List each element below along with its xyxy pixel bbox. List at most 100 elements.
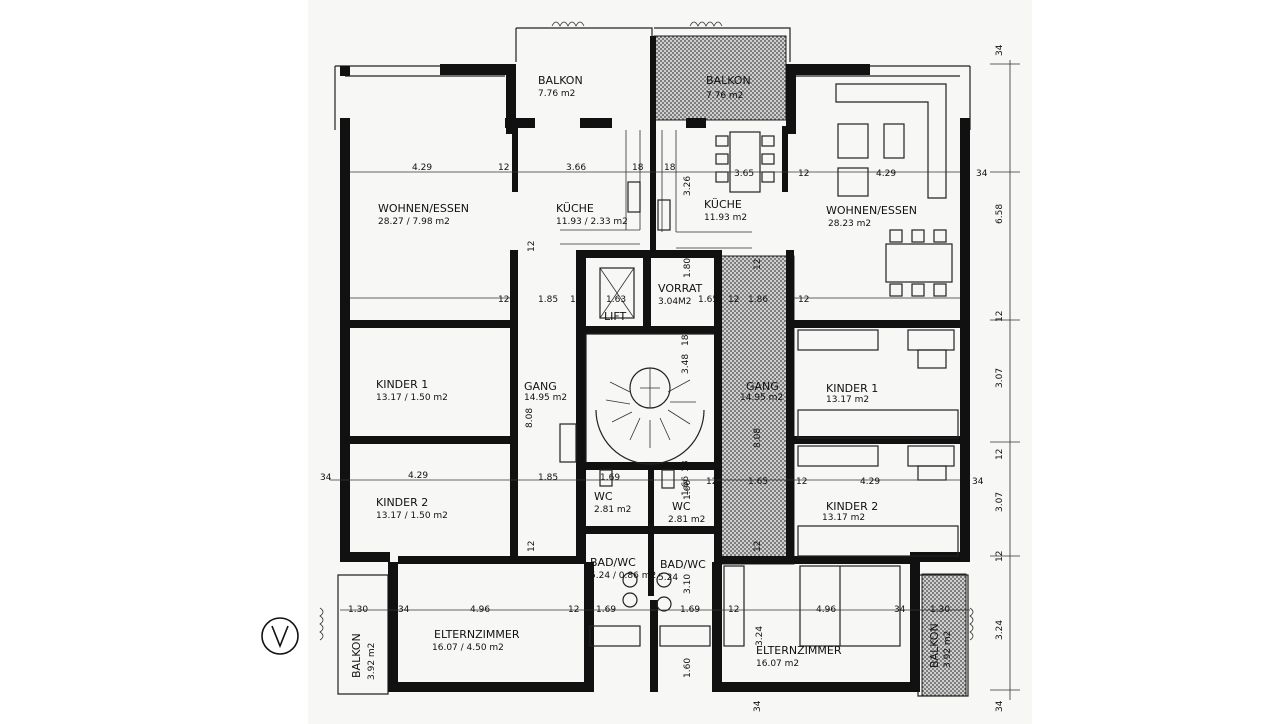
kinder1-left-area: 13.17 / 1.50 m2 [376,393,448,403]
wohnen-left-area: 28.27 / 7.98 m2 [378,217,450,227]
dim-mid-2: 18 [570,295,582,305]
kitchen-fittings [560,130,752,249]
eltern-right-name: ELTERNZIMMER [756,644,842,657]
vorrat-area: 3.04M2 [658,297,692,307]
dimension-texts: 4.29 12 3.66 18 18 3.26 3.65 12 4.29 34 … [320,44,1005,712]
dim-bottom-1: 34 [398,605,410,615]
dim-top-3: 18 [632,163,644,173]
dim-vi-14: 18 [681,460,691,472]
dim-bottom-3: 12 [568,605,579,615]
bathroom-fixtures [589,469,711,647]
dim-lower-3: 1.69 [600,473,620,483]
kinder2-right-area: 13.17 m2 [822,513,865,523]
staircase [559,333,714,465]
shaded-balkon-top-right [653,35,787,121]
dim-lower-6: 1.65 [748,477,768,487]
eltern-left-name: ELTERNZIMMER [434,628,520,641]
balkon-top-left-area: 7.76 m2 [538,89,575,99]
dim-top-0: 4.29 [412,163,432,173]
dim-bottom-6: 12 [728,605,739,615]
dim-vi-11: 12 [753,259,763,270]
bad-left-name: BAD/WC [590,556,636,569]
dim-vi-6: 1.60 [683,658,693,678]
dim-top-1: 12 [498,163,509,173]
dim-lower-2: 1.85 [538,473,558,483]
eltern-left-area: 16.07 / 4.50 m2 [432,643,504,653]
wohnen-right-name: WOHNEN/ESSEN [826,204,917,217]
dim-lower-5: 12 [706,477,717,487]
balkon-bottom-right-area: 3.92 m2 [943,631,953,668]
dim-vi-8: 34 [753,700,763,712]
dim-top-8: 4.29 [876,169,896,179]
dim-bottom-8: 34 [894,605,906,615]
dim-bottom-9: 1.30 [930,605,950,615]
north-arrow-icon [261,617,299,655]
dim-mid-1: 1.85 [538,295,558,305]
lift-name: LIFT [604,310,627,323]
kueche-right-area: 11.93 m2 [704,213,747,223]
dim-top-2: 3.66 [566,163,586,173]
plant-decoration [319,21,974,641]
dim-mid-6: 1.86 [748,295,768,305]
dim-mid-3: 1.63 [606,295,626,305]
balkon-bottom-left-area: 3.92 m2 [367,643,377,680]
dim-bottom-2: 4.96 [470,605,490,615]
dim-vi-1: 8.08 [753,428,763,448]
walls [340,36,970,692]
dim-vr-6: 12 [995,551,1005,562]
kueche-left-area: 11.93 / 2.33 m2 [556,217,628,227]
balkon-top-left-name: BALKON [538,74,583,87]
bad-right-area: 5.24 [658,573,678,583]
balkon-top-right-name: BALKON [706,74,751,87]
dim-vr-4: 12 [995,449,1005,460]
dim-vr-7: 3.24 [995,620,1005,640]
dimension-lines [330,60,1020,700]
dim-bottom-5: 1.69 [680,605,700,615]
balkon-top-right-area: 7.76 m2 [706,91,743,101]
wc-left-area: 2.81 m2 [594,505,631,515]
bad-right-name: BAD/WC [660,558,706,571]
bedroom-furniture-right [723,329,959,647]
shaded-balkon-bottom-right [921,573,967,697]
kueche-right-name: KÜCHE [704,198,742,211]
eltern-right-area: 16.07 m2 [756,659,799,669]
dim-vr-0: 34 [995,44,1005,56]
gang-left-area: 14.95 m2 [524,393,567,403]
gang-right-name: GANG [746,380,779,393]
gang-right-area: 14.95 m2 [740,393,783,403]
dim-vi-7: 3.24 [755,626,765,646]
dim-vr-2: 12 [995,311,1005,322]
wc-right-name: WC [672,500,691,513]
dim-lower-7: 12 [796,477,807,487]
dim-top-9: 34 [976,169,988,179]
dim-top-5: 3.26 [683,176,693,196]
dim-lower-8: 4.29 [860,477,880,487]
balkon-bottom-right-name: BALKON [928,623,941,668]
dim-vi-2: 3.48 [681,354,691,374]
gang-left-name: GANG [524,380,557,393]
dim-top-4: 18 [664,163,676,173]
dim-bottom-7: 4.96 [816,605,836,615]
room-labels: BALKON 7.76 m2 BALKON 7.76 m2 WOHNEN/ESS… [350,74,953,680]
dim-lower-0: 34 [320,473,332,483]
kinder2-right-name: KINDER 2 [826,500,878,513]
dim-vr-1: 6.58 [995,204,1005,224]
dim-top-6: 3.65 [734,169,754,179]
kinder1-right-area: 13.17 m2 [826,395,869,405]
kinder1-left-name: KINDER 1 [376,378,428,391]
dim-vr-3: 3.07 [995,368,1005,388]
dim-bottom-0: 1.30 [348,605,368,615]
dim-vi-13: 18 [681,334,691,346]
vorrat-name: VORRAT [658,282,703,295]
dim-vi-4: 1.66 [683,480,693,500]
shaded-areas [653,35,967,697]
dim-mid-0: 12 [498,295,509,305]
dim-bottom-4: 1.69 [596,605,616,615]
dim-top-7: 12 [798,169,809,179]
wohnen-right-area: 28.23 m2 [828,219,871,229]
dim-mid-5: 12 [728,295,739,305]
dim-vi-9: 12 [527,241,537,252]
kinder2-left-area: 13.17 / 1.50 m2 [376,511,448,521]
dim-mid-7: 12 [798,295,809,305]
